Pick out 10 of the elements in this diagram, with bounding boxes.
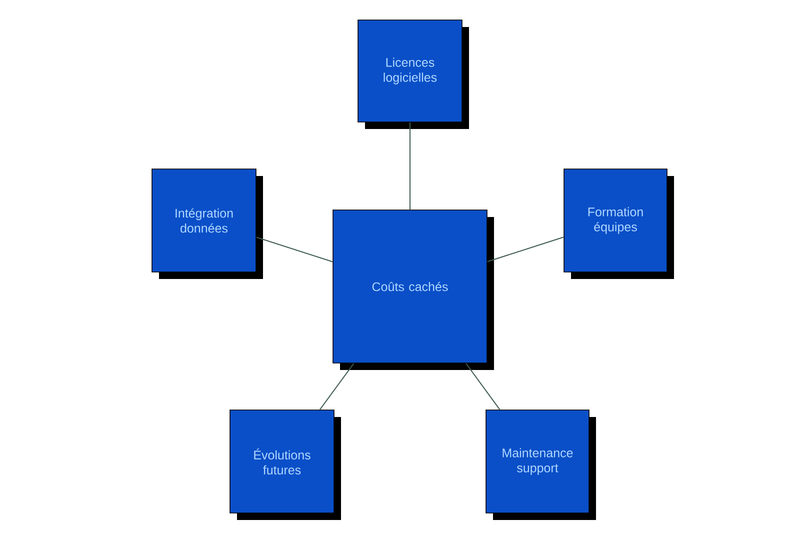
process-box: Coûts cachés	[332, 210, 494, 370]
connector-line	[319, 362, 354, 410]
process-box: Formation équipes	[564, 168, 674, 279]
connector-line	[466, 362, 500, 410]
connector-line	[486, 236, 564, 262]
process-box: Maintenance support	[486, 410, 596, 520]
process-box: Évolutions futures	[230, 410, 341, 520]
process-box: Intégration données	[152, 168, 263, 279]
connector-line	[256, 236, 334, 262]
process-box: Licences logicielles	[358, 20, 469, 129]
